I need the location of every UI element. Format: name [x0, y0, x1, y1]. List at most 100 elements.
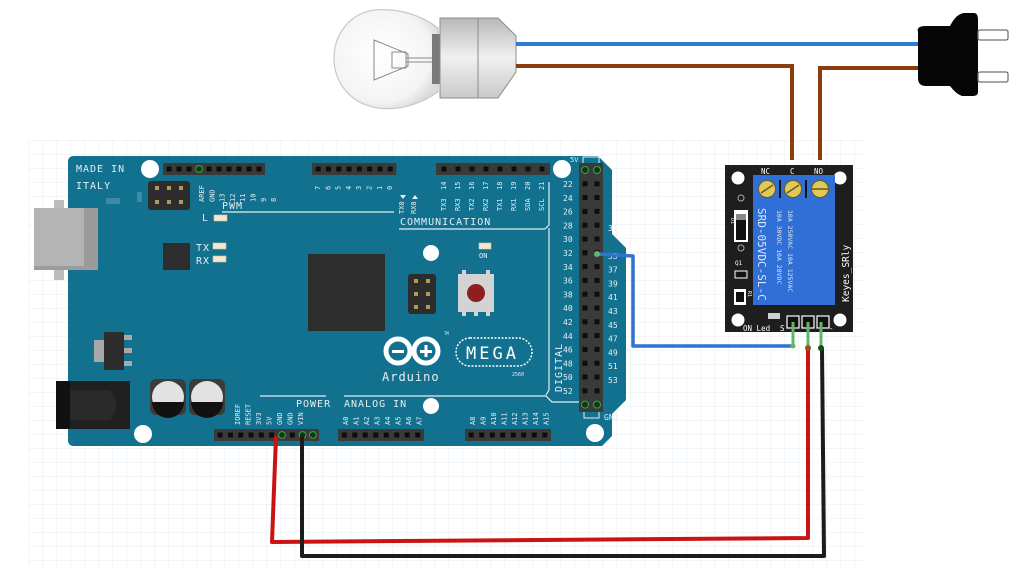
- header-pin[interactable]: [469, 166, 475, 172]
- header-pin[interactable]: [582, 222, 588, 228]
- header-pin[interactable]: [325, 166, 331, 172]
- header-pin[interactable]: [582, 291, 588, 297]
- header-pin[interactable]: [377, 166, 383, 172]
- header-pin[interactable]: [582, 333, 588, 339]
- header-pin[interactable]: [511, 166, 517, 172]
- header-pin[interactable]: [336, 166, 342, 172]
- terminal-nc[interactable]: [758, 180, 776, 198]
- header-pin[interactable]: [582, 264, 588, 270]
- header-pin[interactable]: [206, 166, 212, 172]
- terminal-c[interactable]: [784, 180, 802, 198]
- header-pin[interactable]: [500, 432, 506, 438]
- header-pin[interactable]: [594, 374, 600, 380]
- pin-label: SDA: [524, 198, 532, 211]
- header-pin[interactable]: [269, 432, 275, 438]
- header-pin[interactable]: [217, 432, 223, 438]
- header-pin[interactable]: [582, 277, 588, 283]
- usb-chip: [163, 243, 190, 270]
- header-pin[interactable]: [238, 432, 244, 438]
- wire-relay-no-to-plug[interactable]: [818, 66, 918, 160]
- header-pin[interactable]: [341, 432, 347, 438]
- header-pin[interactable]: [594, 333, 600, 339]
- header-pin[interactable]: [594, 222, 600, 228]
- header-pin[interactable]: [186, 166, 192, 172]
- wire-signal-pin32-to-relay-s[interactable]: [596, 252, 793, 348]
- header-pin[interactable]: [510, 432, 516, 438]
- header-pin[interactable]: [479, 432, 485, 438]
- header-pin[interactable]: [258, 432, 264, 438]
- header-pin[interactable]: [387, 166, 393, 172]
- header-pin[interactable]: [236, 166, 242, 172]
- header-pin[interactable]: [373, 432, 379, 438]
- header-pin[interactable]: [525, 166, 531, 172]
- header-pin[interactable]: [594, 305, 600, 311]
- header-pin[interactable]: [383, 432, 389, 438]
- header-pin[interactable]: [489, 432, 495, 438]
- header-pin[interactable]: [594, 277, 600, 283]
- header-pin[interactable]: [582, 208, 588, 214]
- header-pin[interactable]: [394, 432, 400, 438]
- wire-5v-to-relay-vcc[interactable]: [270, 348, 810, 544]
- header-pin[interactable]: [594, 264, 600, 270]
- header-pin[interactable]: [582, 305, 588, 311]
- arduino-mega-board[interactable]: MADE IN ITALY L TX RX ON PWM COMMUNICATI…: [34, 156, 626, 446]
- header-pin[interactable]: [356, 166, 362, 172]
- terminal-no[interactable]: [811, 180, 829, 198]
- header-pin[interactable]: [594, 360, 600, 366]
- header-pin[interactable]: [582, 250, 588, 256]
- relay-mount-hole: [833, 171, 847, 185]
- header-pin[interactable]: [594, 291, 600, 297]
- header-pin[interactable]: [176, 166, 182, 172]
- header-pin[interactable]: [594, 388, 600, 394]
- header-pin[interactable]: [404, 432, 410, 438]
- header-pin[interactable]: [362, 432, 368, 438]
- header-pin[interactable]: [582, 388, 588, 394]
- header-pin[interactable]: [582, 181, 588, 187]
- wire-gnd-to-relay-gnd[interactable]: [300, 347, 826, 558]
- header-pin[interactable]: [594, 181, 600, 187]
- header-pin[interactable]: [582, 236, 588, 242]
- header-pin[interactable]: [227, 432, 233, 438]
- header-pin[interactable]: [497, 166, 503, 172]
- header-pin[interactable]: [582, 360, 588, 366]
- header-pin[interactable]: [441, 166, 447, 172]
- pin-label: TX2: [468, 198, 476, 211]
- header-pin[interactable]: [531, 432, 537, 438]
- relay-pin-legs: [791, 322, 823, 348]
- header-pin[interactable]: [594, 208, 600, 214]
- header-pin[interactable]: [352, 432, 358, 438]
- header-pin[interactable]: [367, 166, 373, 172]
- header-pin[interactable]: [483, 166, 489, 172]
- header-pin[interactable]: [246, 166, 252, 172]
- header-pin[interactable]: [415, 432, 421, 438]
- header-pin[interactable]: [166, 166, 172, 172]
- reset-button[interactable]: [458, 270, 494, 316]
- header-pin[interactable]: [594, 319, 600, 325]
- s-label: S: [780, 324, 785, 333]
- header-pin[interactable]: [582, 319, 588, 325]
- header-pin[interactable]: [289, 432, 295, 438]
- header-pin[interactable]: [226, 166, 232, 172]
- header-pin[interactable]: [521, 432, 527, 438]
- header-pin[interactable]: [582, 346, 588, 352]
- header-pin[interactable]: [594, 195, 600, 201]
- header-pin[interactable]: [594, 236, 600, 242]
- header-pin[interactable]: [256, 166, 262, 172]
- wire-lamp-to-relay-c[interactable]: [516, 64, 794, 160]
- relay-module[interactable]: NC C NO 10A 250VAC 10A 125VAC 10A 30VDC …: [725, 165, 853, 348]
- header-pin[interactable]: [248, 432, 254, 438]
- header-pin[interactable]: [455, 166, 461, 172]
- power-plug[interactable]: [917, 13, 1009, 96]
- header-pin[interactable]: [346, 166, 352, 172]
- header-pin[interactable]: [468, 432, 474, 438]
- light-bulb[interactable]: [333, 9, 517, 110]
- header-pin[interactable]: [539, 166, 545, 172]
- header-pin[interactable]: [582, 374, 588, 380]
- header-pin[interactable]: [216, 166, 222, 172]
- header-pin[interactable]: [542, 432, 548, 438]
- header-pin[interactable]: [582, 195, 588, 201]
- header-pin[interactable]: [594, 346, 600, 352]
- pin-label: A12: [511, 412, 519, 425]
- header-pin[interactable]: [315, 166, 321, 172]
- pin-label: RX1: [510, 198, 518, 211]
